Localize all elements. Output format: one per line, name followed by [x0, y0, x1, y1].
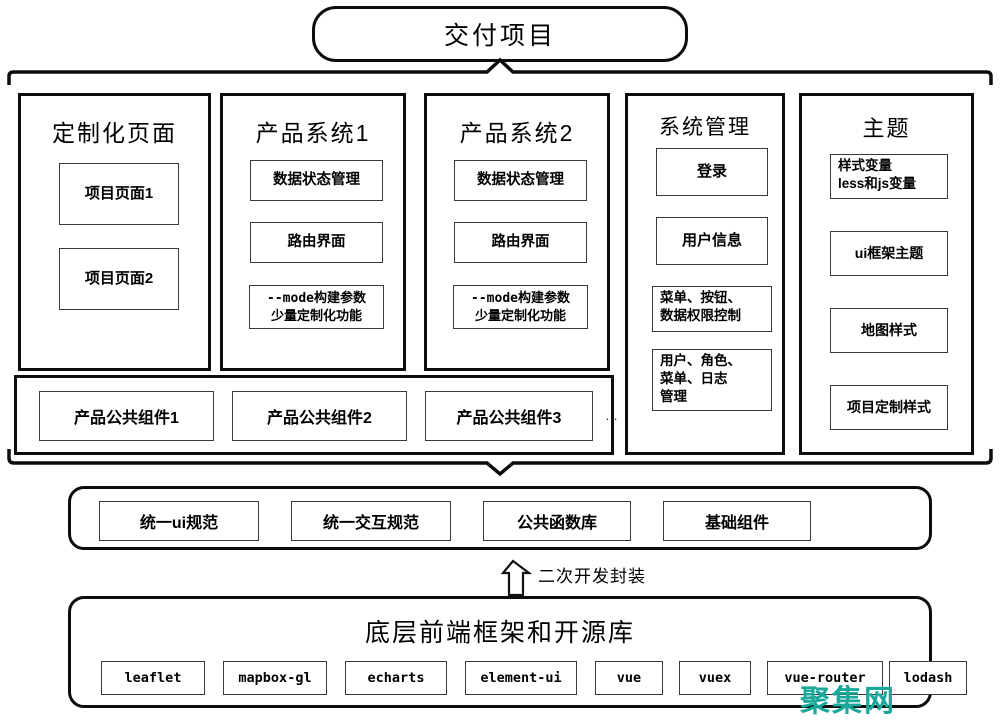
item-project-page-1: 项目页面1 — [59, 163, 179, 225]
item-basic-components: 基础组件 — [663, 501, 811, 541]
column-system-management-title: 系统管理 — [659, 116, 751, 139]
delivery-project-title-label: 交付项目 — [443, 22, 556, 50]
item-router-view-2: 路由界面 — [454, 222, 587, 263]
item-common-function-library: 公共函数库 — [483, 501, 631, 541]
library-chip-leaflet: leaflet — [101, 661, 205, 695]
item-mode-build-params-1: --mode构建参数 少量定制化功能 — [249, 285, 384, 329]
library-chip-vue-router: vue-router — [767, 661, 883, 695]
column-product-system-1-title: 产品系统1 — [255, 120, 371, 146]
item-mode-build-params-2: --mode构建参数 少量定制化功能 — [453, 285, 588, 329]
standards-band: 统一ui规范 统一交互规范 公共函数库 基础组件 — [68, 486, 932, 550]
library-chip-element-ui: element-ui — [465, 661, 577, 695]
secondary-development-label: 二次开发封装 — [538, 567, 646, 586]
item-mode-build-params-2-line1: --mode构建参数 — [471, 290, 570, 306]
item-style-variables-line2: less和js变量 — [838, 175, 917, 191]
item-mode-build-params-2-line2: 少量定制化功能 — [474, 308, 566, 323]
public-components-strip: 产品公共组件1 产品公共组件2 产品公共组件3 … — [14, 375, 618, 455]
item-permission-control: 菜单、按钮、 数据权限控制 — [652, 286, 772, 332]
column-theme-title: 主题 — [862, 116, 911, 141]
item-data-state-management-2: 数据状态管理 — [454, 160, 587, 201]
library-chip-vuex: vuex — [679, 661, 751, 695]
item-ui-framework-theme: ui框架主题 — [830, 231, 948, 276]
column-product-system-2: 产品系统2 数据状态管理 路由界面 --mode构建参数 少量定制化功能 — [424, 93, 610, 371]
delivery-project-title-box: 交付项目 — [312, 6, 688, 62]
item-login: 登录 — [656, 148, 768, 196]
library-chip-vue: vue — [595, 661, 663, 695]
base-framework-band: 底层前端框架和开源库 leaflet mapbox-gl echarts ele… — [68, 596, 967, 708]
column-product-system-1: 产品系统1 数据状态管理 路由界面 --mode构建参数 少量定制化功能 — [220, 93, 406, 371]
item-style-variables-line1: 样式变量 — [838, 158, 892, 173]
column-product-system-2-title: 产品系统2 — [459, 120, 575, 146]
item-map-style: 地图样式 — [830, 308, 948, 353]
item-project-page-2: 项目页面2 — [59, 248, 179, 310]
secondary-development-arrow-icon — [500, 559, 533, 597]
column-system-management: 系统管理 登录 用户信息 菜单、按钮、 数据权限控制 用户、角色、 菜单、日志 … — [625, 93, 785, 455]
column-custom-pages-title: 定制化页面 — [52, 120, 177, 146]
item-router-view-1: 路由界面 — [250, 222, 383, 263]
site-watermark: 聚集网 — [800, 685, 896, 718]
item-user-role-menu-log-line1: 用户、角色、 — [660, 353, 741, 368]
library-chip-echarts: echarts — [345, 661, 447, 695]
library-chip-lodash: lodash — [889, 661, 967, 695]
library-chip-mapbox-gl: mapbox-gl — [223, 661, 327, 695]
base-framework-title: 底层前端框架和开源库 — [364, 619, 635, 647]
item-public-component-3: 产品公共组件3 — [425, 391, 593, 441]
item-public-component-1: 产品公共组件1 — [39, 391, 214, 441]
public-components-ellipsis: … — [605, 408, 618, 423]
column-theme: 主题 样式变量 less和js变量 ui框架主题 地图样式 项目定制样式 — [799, 93, 974, 455]
item-user-role-menu-log-line3: 管理 — [660, 388, 687, 404]
item-permission-control-line2: 数据权限控制 — [660, 307, 741, 323]
item-mode-build-params-1-line2: 少量定制化功能 — [270, 308, 362, 323]
item-project-custom-style: 项目定制样式 — [830, 385, 948, 430]
item-public-component-2: 产品公共组件2 — [232, 391, 407, 441]
item-style-variables: 样式变量 less和js变量 — [830, 154, 948, 199]
item-user-role-menu-log-line2: 菜单、日志 — [660, 370, 728, 386]
item-data-state-management-1: 数据状态管理 — [250, 160, 383, 201]
item-user-info: 用户信息 — [656, 217, 768, 265]
item-mode-build-params-1-line1: --mode构建参数 — [267, 290, 366, 306]
item-user-role-menu-log-management: 用户、角色、 菜单、日志 管理 — [652, 349, 772, 411]
item-permission-control-line1: 菜单、按钮、 — [660, 290, 741, 305]
column-custom-pages: 定制化页面 项目页面1 项目页面2 — [18, 93, 211, 371]
item-unified-interaction-spec: 统一交互规范 — [291, 501, 451, 541]
item-unified-ui-spec: 统一ui规范 — [99, 501, 259, 541]
